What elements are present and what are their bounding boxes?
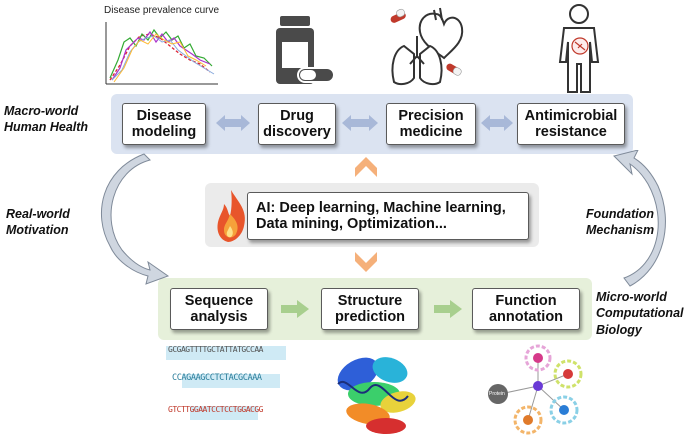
network-protein-label: Protein <box>489 391 505 397</box>
down-arrow-orange <box>355 252 377 272</box>
right-arrow-green-1 <box>281 300 309 318</box>
seq-logo-highlight-1 <box>166 346 286 360</box>
ai-methods-box: AI: Deep learning, Machine learning,Data… <box>247 192 529 240</box>
human-body-icon <box>558 4 600 93</box>
function-network-image <box>488 344 583 435</box>
flame-icon <box>217 190 245 242</box>
left-curved-arrow <box>100 153 170 285</box>
plot-title: Disease prevalence curve <box>104 5 220 16</box>
seq-logo-highlight-2 <box>182 374 280 388</box>
double-arrow-3 <box>481 115 513 131</box>
double-arrow-1 <box>216 115 250 131</box>
double-arrow-2 <box>342 115 378 131</box>
seq-logo-2: CCAGAAGCCTCTACGCAAA <box>172 373 262 383</box>
right-arrow-green-2 <box>434 300 462 318</box>
pill-bottle-icon <box>276 16 335 84</box>
up-arrow-orange <box>355 157 377 177</box>
right-curved-arrow <box>613 150 666 287</box>
seq-logo-1: GCGAGTTTTGCTATTATGCCAA <box>168 345 263 354</box>
seq-logo-highlight-3 <box>190 406 258 420</box>
seq-logo-3: GTCTTGGAATCCTCCTGGACGG <box>168 405 263 414</box>
organs-icon <box>390 7 464 86</box>
disease-prevalence-plot <box>105 22 218 85</box>
protein-structure-image <box>337 357 416 434</box>
